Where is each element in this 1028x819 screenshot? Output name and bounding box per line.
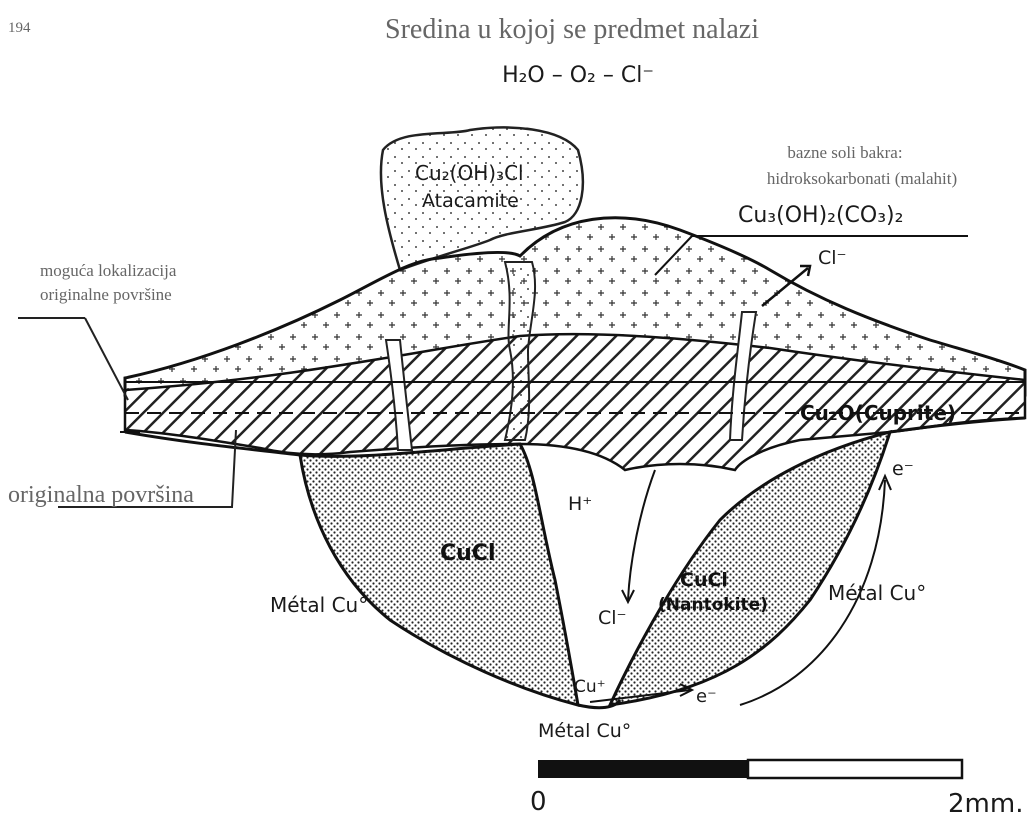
- cucl-label: CuCl: [440, 541, 496, 566]
- scale-bar-end: 2mm.: [948, 789, 1023, 819]
- metal-right-label: Métal Cu°: [828, 581, 926, 605]
- metal-boundary: [125, 418, 1025, 708]
- nantokite-name-label: (Nantokite): [658, 595, 768, 615]
- atacamite-formula: Cu₂(OH)₃Cl: [415, 161, 524, 185]
- environment-formula: H₂O – O₂ – Cl⁻: [502, 63, 654, 88]
- possible-surface-label-line2: originalne površine: [40, 285, 172, 304]
- nantokite-formula-label: CuCl: [680, 569, 728, 591]
- electron-bottom-label: e⁻: [696, 686, 717, 707]
- cu-plus-label: Cu⁺: [574, 677, 606, 697]
- diagram-title: Sredina u kojoj se predmet nalazi: [385, 14, 759, 45]
- original-surface-label: originalna površina: [8, 482, 194, 508]
- scale-bar-filled: [538, 760, 748, 778]
- nantokite-pit-region: [610, 432, 890, 705]
- hydrogen-ion-label: H⁺: [568, 493, 592, 515]
- scale-bar: 0 2mm.: [530, 760, 1023, 819]
- atacamite-name: Atacamite: [422, 190, 519, 212]
- metal-bottom-label: Métal Cu°: [538, 720, 631, 742]
- chloride-inward-arrow: [628, 470, 655, 600]
- electron-top-label: e⁻: [892, 458, 914, 480]
- page-number: 194: [8, 20, 31, 36]
- cucl-pit-region: [300, 444, 578, 705]
- chloride-top-label: Cl⁻: [818, 247, 847, 269]
- scale-bar-start: 0: [530, 787, 547, 817]
- basic-salts-label-line2: hidroksokarbonati (malahit): [767, 169, 957, 188]
- metal-left-label: Métal Cu°: [270, 593, 368, 617]
- cuprite-label: Cu₂O(Cuprite): [800, 401, 956, 425]
- chloride-bottom-label: Cl⁻: [598, 607, 627, 629]
- scale-bar-empty: [748, 760, 962, 778]
- basic-salts-label-line1: bazne soli bakra:: [787, 143, 902, 162]
- possible-surface-pointer: [85, 318, 128, 400]
- possible-surface-label-line1: moguća lokalizacija: [40, 261, 177, 280]
- malachite-formula: Cu₃(OH)₂(CO₃)₂: [738, 203, 903, 228]
